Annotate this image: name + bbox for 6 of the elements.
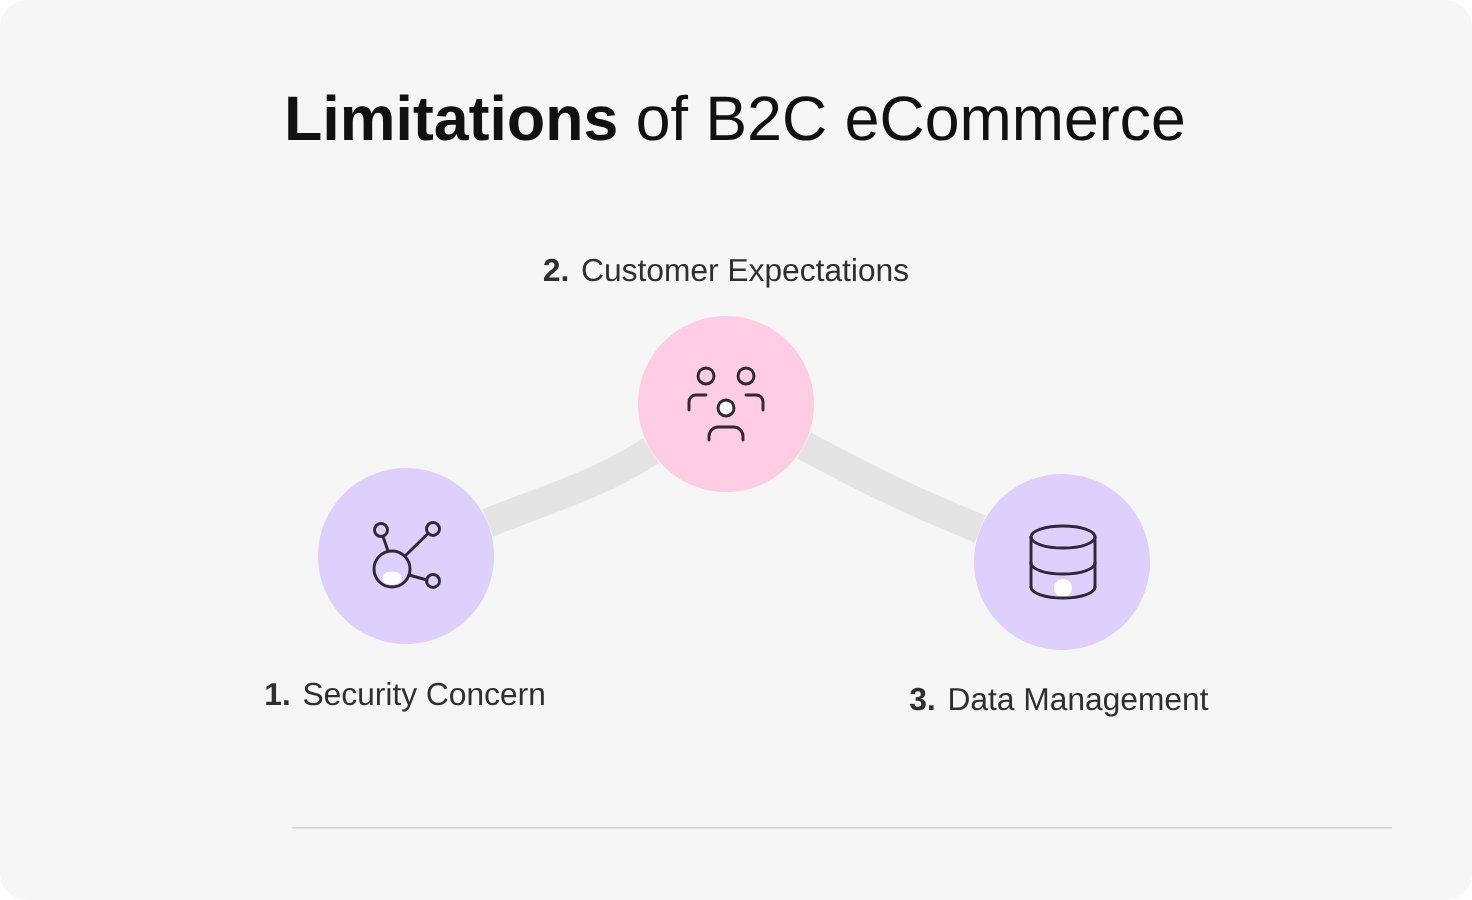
node-label: 2. Customer Expectations — [544, 258, 908, 288]
connector-band — [797, 432, 986, 543]
node-label: 3. Data Management — [910, 687, 1209, 717]
title: Limitations of B2C eCommerce — [288, 94, 1184, 141]
node-label: 1. Security Concern — [266, 682, 544, 712]
connector-band — [482, 438, 659, 537]
